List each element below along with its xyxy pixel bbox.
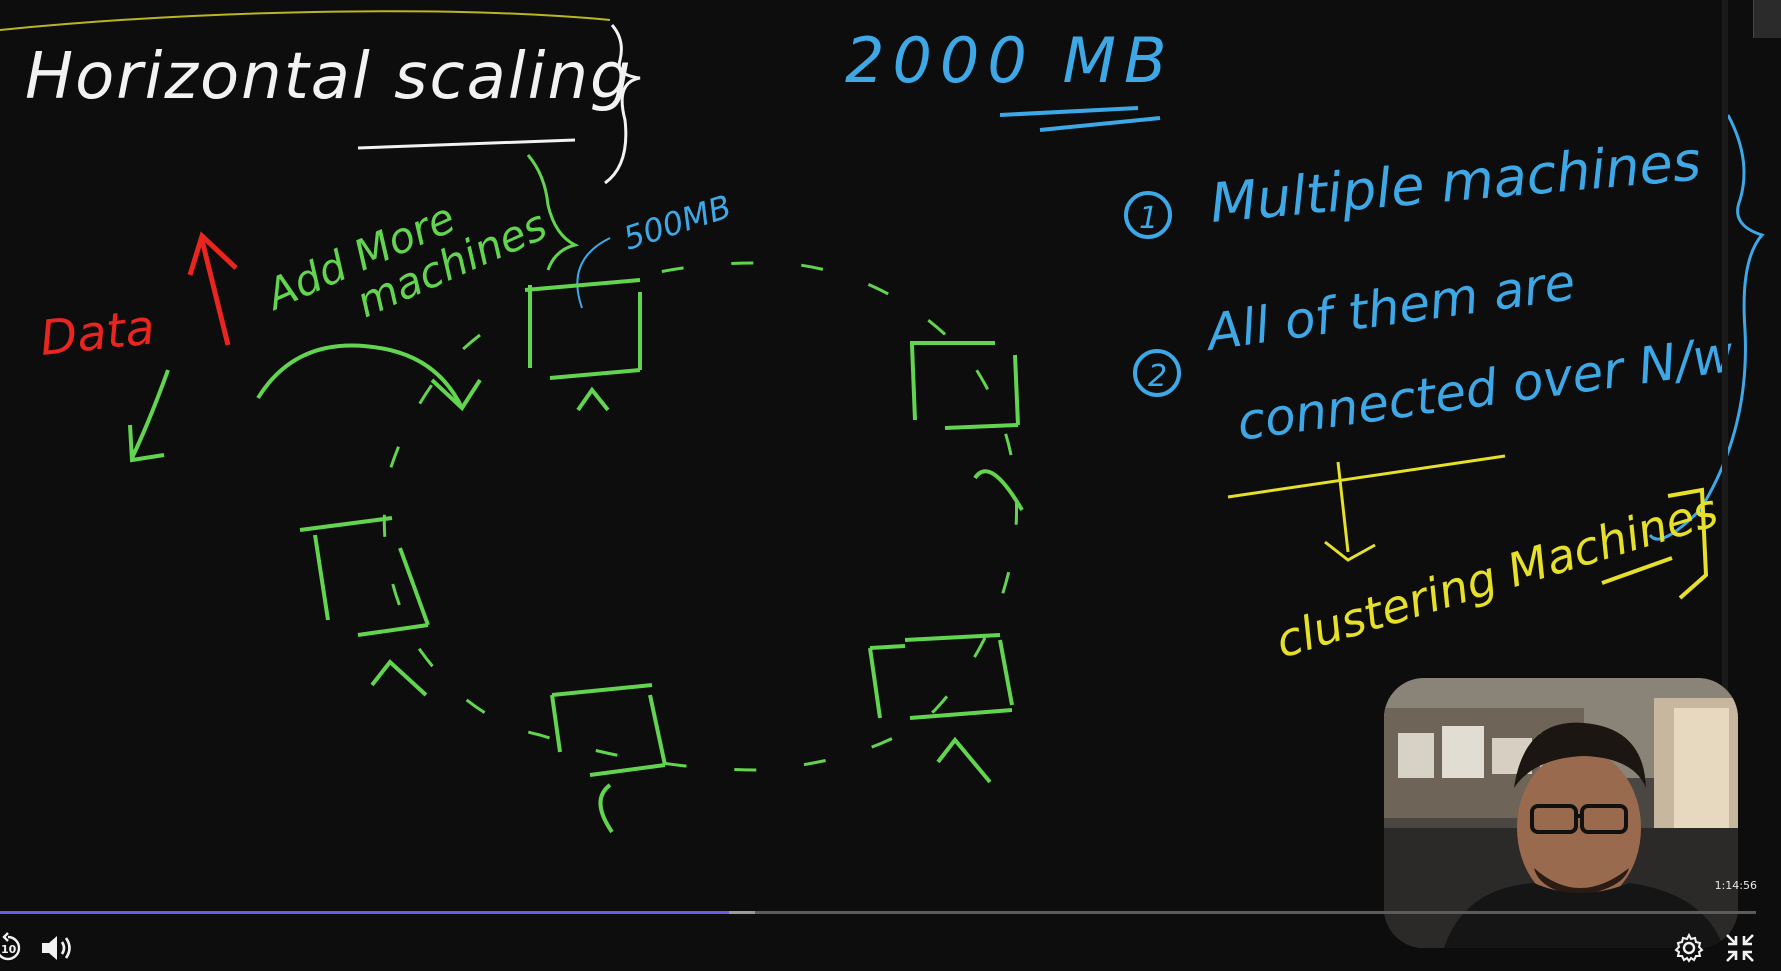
svg-text:10: 10 <box>1 943 17 956</box>
conclusion-text: clustering Machines <box>1269 483 1723 669</box>
size-underline-2 <box>1039 116 1161 132</box>
node-size-label: 500MB <box>619 187 736 257</box>
seek-bar[interactable] <box>0 905 1756 919</box>
data-label: Data <box>37 299 157 367</box>
corner-widget[interactable] <box>1753 0 1781 38</box>
elapsed-time: 1:14:56 <box>1714 879 1757 892</box>
down-left-arrow-icon <box>128 369 170 463</box>
point-1-circle <box>1124 191 1172 239</box>
machine-3 <box>299 516 430 697</box>
size-note-text: 2000 MB <box>845 24 1175 97</box>
right-scroll-strip <box>1722 0 1728 900</box>
node-size-arrow <box>576 237 611 309</box>
settings-button[interactable] <box>1671 930 1707 966</box>
presenter-webcam <box>1384 678 1738 948</box>
point-2-number: 2 <box>1148 359 1167 394</box>
machine-4 <box>550 683 667 834</box>
title-brace <box>604 24 641 185</box>
title-highlight-line <box>0 10 611 31</box>
network-ring <box>382 261 1019 772</box>
seek-track <box>0 911 1756 914</box>
volume-icon <box>42 936 71 960</box>
rewind-10-icon: 10 <box>0 932 21 961</box>
machine-5 <box>868 633 1014 784</box>
down-arrow-icon <box>1324 461 1376 562</box>
point-2-circle <box>1133 349 1181 397</box>
machine-1 <box>524 278 642 412</box>
title-underline <box>357 138 576 150</box>
gear-icon <box>1674 933 1704 963</box>
curved-arrow-icon <box>256 343 482 412</box>
add-label-brace <box>526 154 580 271</box>
seek-buffered <box>728 911 756 914</box>
exit-fullscreen-button[interactable] <box>1722 930 1758 966</box>
conclusion-underline <box>1227 454 1506 499</box>
conclusion-highlight <box>1601 556 1673 585</box>
exit-fullscreen-icon <box>1726 934 1754 962</box>
volume-button[interactable] <box>38 930 74 966</box>
up-arrow-icon <box>187 231 238 346</box>
seek-progress <box>0 911 729 914</box>
size-underline-1 <box>999 106 1139 117</box>
point-1-number: 1 <box>1139 201 1158 236</box>
points-brace <box>1648 114 1765 541</box>
rewind-button[interactable]: 10 <box>0 930 26 966</box>
machine-2 <box>910 341 1024 512</box>
conclusion-bracket <box>1667 487 1709 600</box>
point-2-text-line1: All of them are <box>1201 253 1579 362</box>
title-text: Horizontal scaling <box>25 40 633 114</box>
point-1-text: Multiple machines <box>1208 129 1703 235</box>
